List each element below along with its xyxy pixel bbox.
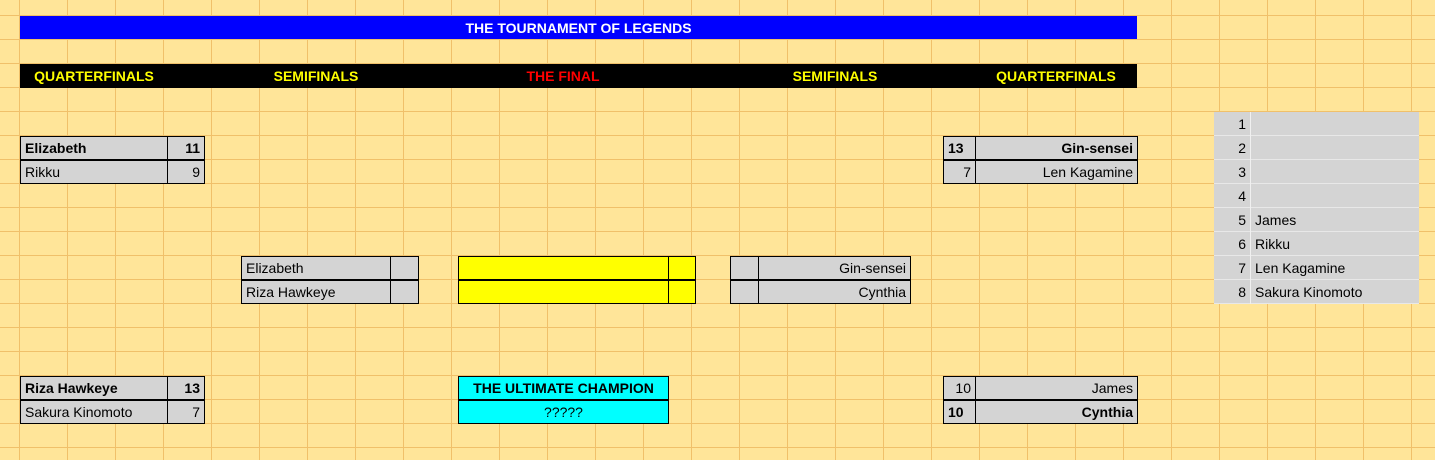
left-qf2-player2[interactable]: Sakura Kinomoto (20, 400, 168, 424)
left-qf1-player1[interactable]: Elizabeth (20, 136, 168, 160)
round-label-right-quarterfinals[interactable]: QUARTERFINALS (996, 68, 1116, 84)
seed-number: 2 (1238, 140, 1246, 156)
round-label-final[interactable]: THE FINAL (526, 68, 600, 84)
seed-number: 7 (1238, 260, 1246, 276)
final-score2[interactable] (668, 280, 696, 304)
right-qf2-player2[interactable]: Cynthia (975, 400, 1138, 424)
right-sf-player1[interactable]: Gin-sensei (758, 256, 911, 280)
seed-name: Sakura Kinomoto (1250, 280, 1362, 304)
seed-name: Len Kagamine (1250, 256, 1345, 280)
left-sf-score2[interactable] (390, 280, 419, 304)
seed-name (1250, 112, 1255, 136)
right-qf1-score1[interactable]: 13 (943, 136, 976, 160)
seed-name (1250, 184, 1255, 208)
left-sf-player2[interactable]: Riza Hawkeye (241, 280, 391, 304)
seed-name (1250, 136, 1255, 160)
seed-number: 6 (1238, 236, 1246, 252)
seed-number: 4 (1238, 188, 1246, 204)
final-player1[interactable] (458, 256, 669, 280)
tournament-title[interactable]: THE TOURNAMENT OF LEGENDS (20, 16, 1137, 39)
seed-number: 1 (1238, 116, 1246, 132)
left-sf-score1[interactable] (390, 256, 419, 280)
champion-name[interactable]: ????? (458, 400, 669, 424)
right-qf2-score2[interactable]: 10 (943, 400, 976, 424)
right-sf-score1[interactable] (730, 256, 759, 280)
seed-row[interactable]: 3 (1214, 160, 1419, 184)
seed-name: James (1250, 208, 1296, 232)
seed-number: 8 (1238, 284, 1246, 300)
left-qf1-score2[interactable]: 9 (167, 160, 205, 184)
round-header-bar: QUARTERFINALS SEMIFINALS THE FINAL SEMIF… (20, 64, 1137, 88)
seed-name: Rikku (1250, 232, 1290, 256)
final-player2[interactable] (458, 280, 669, 304)
final-score1[interactable] (668, 256, 696, 280)
seed-number: 3 (1238, 164, 1246, 180)
left-qf2-score2[interactable]: 7 (167, 400, 205, 424)
right-qf2-player1[interactable]: James (975, 376, 1138, 400)
left-sf-player1[interactable]: Elizabeth (241, 256, 391, 280)
right-sf-score2[interactable] (730, 280, 759, 304)
left-qf1-score1[interactable]: 11 (167, 136, 205, 160)
seed-row[interactable]: 1 (1214, 112, 1419, 136)
right-sf-player2[interactable]: Cynthia (758, 280, 911, 304)
left-qf2-score1[interactable]: 13 (167, 376, 205, 400)
left-qf2-player1[interactable]: Riza Hawkeye (20, 376, 168, 400)
right-qf1-score2[interactable]: 7 (943, 160, 976, 184)
right-qf1-player2[interactable]: Len Kagamine (975, 160, 1138, 184)
seed-row[interactable]: 2 (1214, 136, 1419, 160)
round-label-right-semifinals[interactable]: SEMIFINALS (792, 68, 878, 84)
left-qf1-player2[interactable]: Rikku (20, 160, 168, 184)
round-label-left-semifinals[interactable]: SEMIFINALS (273, 68, 359, 84)
seed-name (1250, 160, 1255, 184)
right-qf1-player1[interactable]: Gin-sensei (975, 136, 1138, 160)
seed-number: 5 (1238, 212, 1246, 228)
right-qf2-score1[interactable]: 10 (943, 376, 976, 400)
champion-label[interactable]: THE ULTIMATE CHAMPION (458, 376, 669, 400)
round-label-left-quarterfinals[interactable]: QUARTERFINALS (34, 68, 154, 84)
seed-row[interactable]: 4 (1214, 184, 1419, 208)
